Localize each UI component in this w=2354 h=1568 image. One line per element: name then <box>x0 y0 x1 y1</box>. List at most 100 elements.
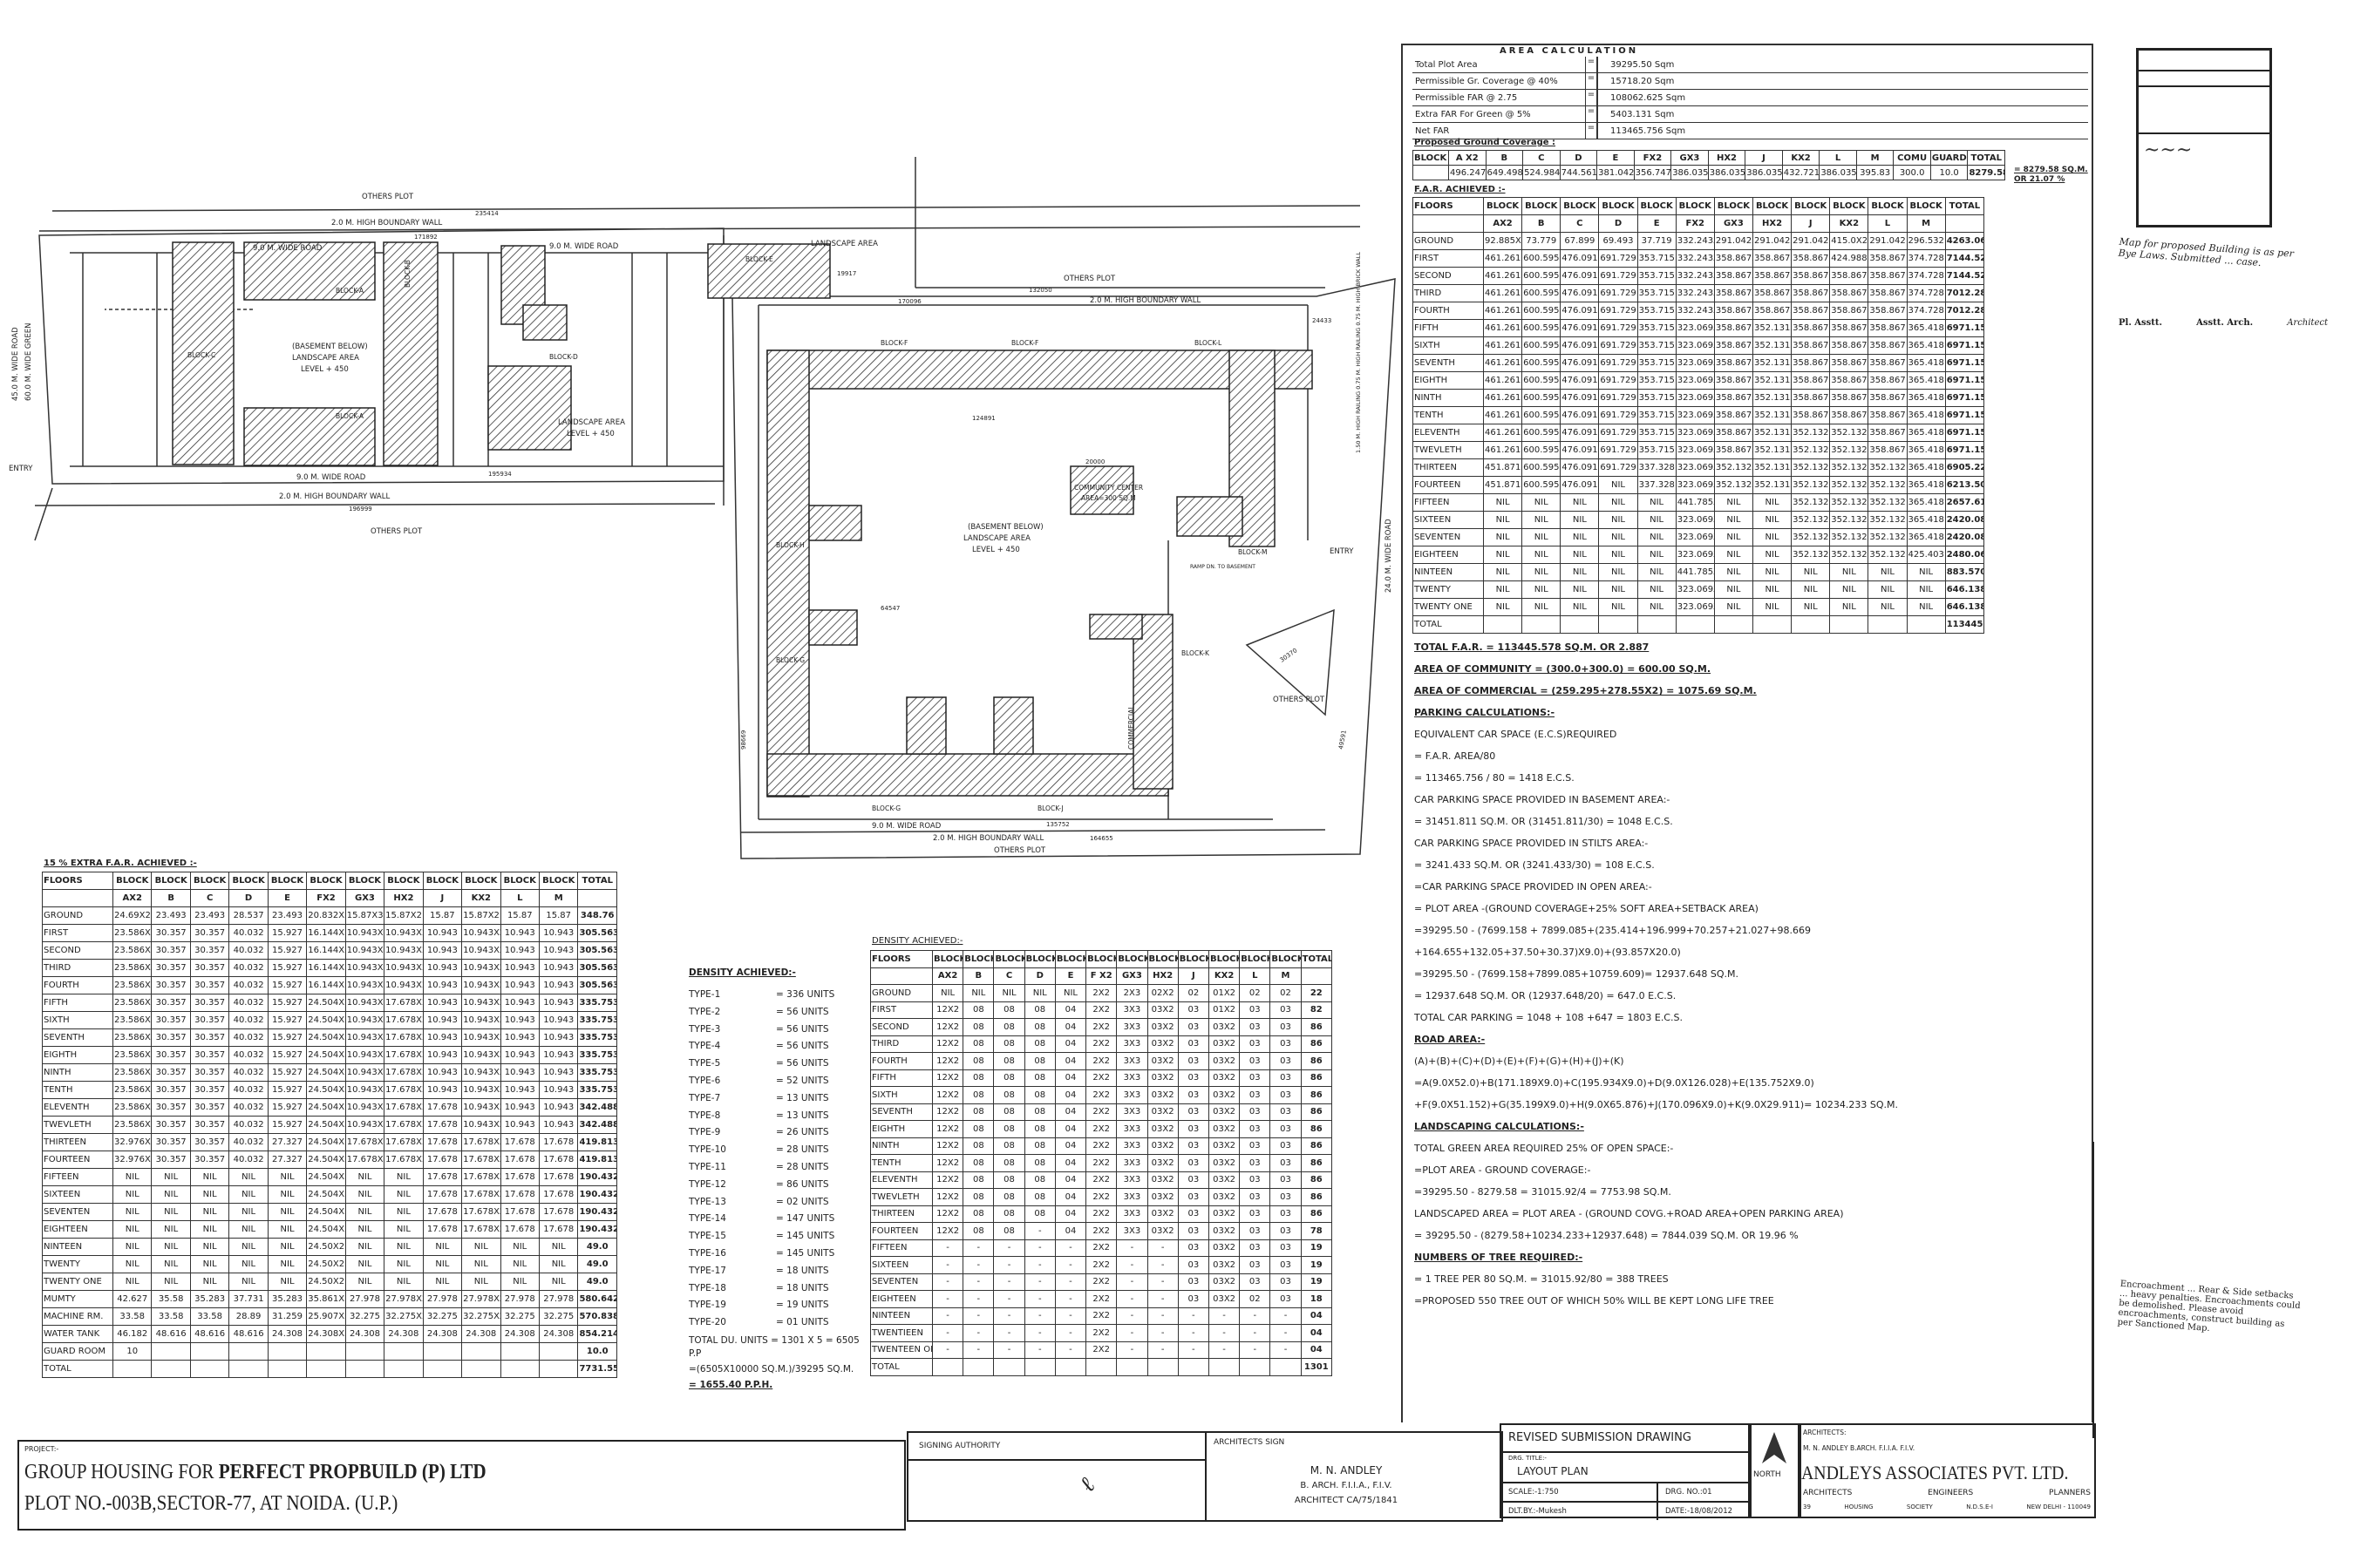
table-cell: NIL <box>538 1255 579 1273</box>
table-cell: 35.58 <box>151 1290 191 1308</box>
table-cell: 28.537 <box>228 906 269 925</box>
table-cell: 03 <box>1177 1086 1209 1104</box>
table-cell: 10.943X2 <box>461 1046 501 1064</box>
table-cell: 3X3 <box>1116 1086 1148 1104</box>
table-cell: 323.069X2 <box>1675 424 1715 442</box>
table-cell: - <box>1024 1222 1056 1240</box>
table-cell: 10.943X3 <box>344 941 385 960</box>
row-label-cell: SIXTEEN <box>1412 511 1484 529</box>
table-cell: 24.504X2 <box>306 1133 346 1151</box>
table-cell: 30.357 <box>151 1028 191 1047</box>
table-cell: - <box>963 1341 995 1359</box>
table-cell: 20.832X2 <box>306 906 346 925</box>
table-cell: 600.595 <box>1521 249 1561 268</box>
table-cell: 374.728 <box>1906 267 1946 285</box>
table-cell: FX2 <box>1633 150 1672 166</box>
table-cell: 03 <box>1239 1256 1271 1274</box>
table-cell: 2X2 <box>1085 1341 1118 1359</box>
table-cell: 03 <box>1177 1001 1209 1019</box>
table-cell: 12X2 <box>931 1222 964 1240</box>
table-cell: 323.069X2 <box>1675 441 1715 459</box>
table-cell: - <box>963 1239 995 1257</box>
table-cell: 10.943X2 <box>461 994 501 1012</box>
label-block: BLOCK-H <box>776 541 805 549</box>
row-label-cell: TWENTY <box>1412 580 1484 599</box>
table-cell: NIL <box>538 1273 579 1291</box>
table-cell: 17.678 <box>422 1098 463 1117</box>
table-cell: - <box>1269 1341 1302 1359</box>
table-cell: 600.595 <box>1521 389 1561 407</box>
table-cell: 30.357 <box>151 976 191 994</box>
label-basement-below: (BASEMENT BELOW) <box>292 343 368 351</box>
table-cell: 600.595 <box>1521 284 1561 302</box>
table-cell: 03 <box>1177 1069 1209 1087</box>
density-type-row: TYPE-3= 56 UNITS <box>689 1022 863 1039</box>
row-label-cell: SECOND <box>42 941 113 960</box>
table-cell: - <box>1208 1324 1241 1342</box>
table-cell: 03 <box>1239 1001 1271 1019</box>
table-cell: - <box>963 1307 995 1325</box>
table-cell: NIL <box>112 1238 153 1256</box>
table-cell: 24.504X2 <box>306 1185 346 1204</box>
dimension: 135752 <box>1046 821 1070 828</box>
table-cell: 08 <box>963 1001 995 1019</box>
table-cell: 600.595 <box>1521 476 1561 494</box>
date: DATE:-18/08/2012 <box>1665 1507 1733 1516</box>
table-cell: 03X2 <box>1208 1086 1241 1104</box>
table-row: NINTEENNILNILNILNILNIL441.785X2NILNILNIL… <box>1412 563 1985 581</box>
table-cell: 358.867X2 <box>1829 406 1869 424</box>
table-cell: 353.715 <box>1636 354 1677 372</box>
row-label-cell: SECOND <box>1412 267 1484 285</box>
table-cell: 3X3 <box>1116 1120 1148 1138</box>
table-cell: NIL <box>228 1185 269 1204</box>
table-cell: - <box>1024 1307 1056 1325</box>
table-cell <box>1752 615 1793 634</box>
label-boundary-wall-top: 2.0 M. HIGH BOUNDARY WALL <box>331 219 442 227</box>
table-cell: 24.504X2 <box>306 1028 346 1047</box>
table-cell: 12X2 <box>931 1018 964 1036</box>
table-cell: 323.069X2 <box>1675 389 1715 407</box>
table-row: TWENTYNILNILNILNILNIL323.069X2NILNILNILN… <box>1412 580 1985 599</box>
table-cell: 12X2 <box>931 1052 964 1070</box>
table-cell: NIL <box>1713 563 1753 581</box>
table-cell: 03 <box>1269 1035 1302 1053</box>
table-cell: 08 <box>1024 1069 1056 1087</box>
label-60m-green: 60.0 M. WIDE GREEN <box>24 323 33 402</box>
table-cell: - <box>1054 1341 1087 1359</box>
table-cell: 358.867X2 <box>1829 336 1869 355</box>
table-cell: - <box>1146 1341 1179 1359</box>
table-cell: 24.50X2 <box>306 1238 346 1256</box>
dimension: 24433 <box>1312 317 1331 324</box>
table-cell: 23.586X2 <box>112 1081 153 1099</box>
table-cell: 10.943 <box>422 1063 463 1082</box>
table-cell: 476.091 <box>1560 458 1600 477</box>
table-cell: 2X2 <box>1085 1256 1118 1274</box>
table-cell: GX3 <box>344 889 385 907</box>
table-cell: 12X2 <box>931 1086 964 1104</box>
table-cell: NIL <box>384 1168 424 1186</box>
table-cell: 86 <box>1300 1120 1333 1138</box>
table-cell: 2X2 <box>1085 1018 1118 1036</box>
table-cell: KX2 <box>1208 967 1241 985</box>
table-cell: 335.753 <box>577 1028 617 1047</box>
table-cell: 08 <box>993 1069 1025 1087</box>
table-cell: 358.867X2 <box>1752 267 1793 285</box>
density-type-row: TYPE-15= 145 UNITS <box>689 1228 863 1246</box>
table-cell: NIL <box>189 1273 230 1291</box>
table-cell: 30.357 <box>151 1063 191 1082</box>
table-cell: 365.418 <box>1906 406 1946 424</box>
table-cell: 24.504X2 <box>306 1011 346 1029</box>
table-cell: 10.943 <box>538 1028 579 1047</box>
table-cell: 2X3 <box>1116 984 1148 1002</box>
table-cell: 352.132X2 <box>1829 441 1869 459</box>
table-cell: 86 <box>1300 1154 1333 1172</box>
area-calc-row: Permissible Gr. Coverage @ 40%=15718.20 … <box>1412 73 2088 90</box>
table-cell: 86 <box>1300 1035 1333 1053</box>
table-cell: 69.493 <box>1598 232 1638 250</box>
table-cell: BLOCK <box>1054 950 1087 968</box>
calculation-line: = PLOT AREA -(GROUND COVERAGE+25% SOFT A… <box>1414 903 1759 914</box>
table-cell: 42.627 <box>112 1290 153 1308</box>
table-cell: B <box>151 889 191 907</box>
